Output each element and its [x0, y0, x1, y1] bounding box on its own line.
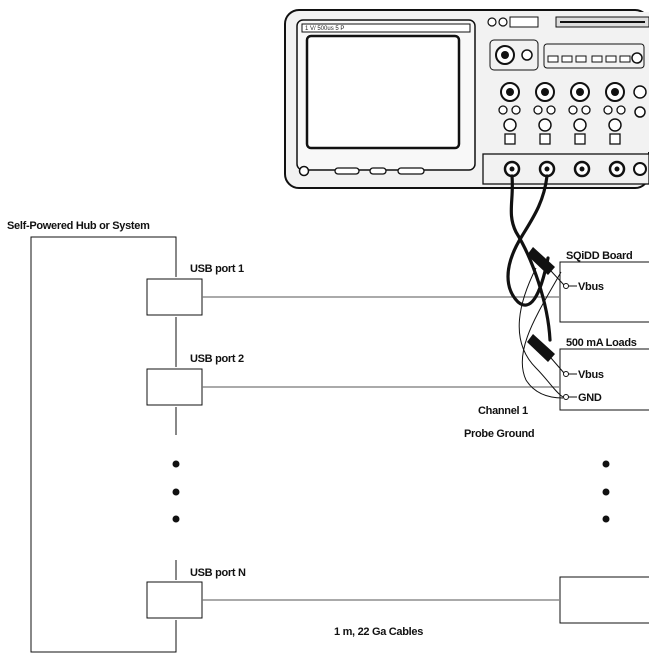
probe-ground-line-2: Probe Ground	[464, 428, 534, 440]
load-board: 500 mA Loads Vbus GND	[559, 337, 649, 411]
scope-bnc-inputs[interactable]	[503, 160, 647, 178]
cable-label: 1 m, 22 Ga Cables	[334, 626, 423, 638]
port-n-load-box	[559, 576, 649, 624]
usb-port-2: USB port 2	[146, 353, 244, 406]
ellipsis-dots-right	[602, 460, 610, 523]
scope-softkey[interactable]	[334, 167, 360, 175]
scope-channel-knobs[interactable]	[498, 82, 647, 145]
sqidd-board-label: SQiDD Board	[566, 250, 632, 262]
board-vbus-label: Vbus	[578, 281, 604, 293]
scope-power-button[interactable]	[298, 165, 310, 177]
board-ground-lead	[518, 267, 564, 398]
scope-softkey[interactable]	[397, 167, 425, 175]
probe-tip-load	[527, 334, 555, 362]
oscilloscope: 1 V/ 500us 5 P	[284, 9, 649, 189]
load-vbus-label: Vbus	[578, 369, 604, 381]
usb-port-1: USB port 1	[146, 263, 244, 316]
scope-readout: 1 V/ 500us 5 P	[305, 26, 344, 32]
scope-upper-knobs[interactable]	[489, 39, 645, 71]
usb-port-2-label: USB port 2	[190, 353, 244, 365]
probe-cables	[506, 174, 565, 399]
channel-1-probe-cable	[509, 174, 552, 342]
hub-label: Self-Powered Hub or System	[7, 220, 150, 232]
channel-4-controls	[603, 82, 626, 145]
scope-softkeys[interactable]	[298, 165, 425, 177]
probe-ground-line-1: Channel 1	[478, 405, 528, 417]
scope-top-buttons[interactable]	[487, 16, 649, 28]
scope-softkey[interactable]	[369, 167, 387, 175]
scope-screen	[305, 34, 461, 150]
channel-3-controls	[568, 82, 591, 145]
usb-cables	[202, 296, 559, 601]
load-ground-lead	[521, 271, 564, 399]
usb-port-1-label: USB port 1	[190, 263, 244, 275]
channel-2-probe-cable	[506, 174, 550, 307]
hub-system-outline	[30, 236, 177, 653]
sqidd-board: SQiDD Board Vbus	[559, 250, 649, 323]
usb-port-n: USB port N	[146, 567, 246, 619]
scope-readout-bar	[301, 23, 471, 33]
load-board-label: 500 mA Loads	[566, 337, 637, 349]
channel-2-controls	[533, 82, 556, 145]
channel-1-controls	[498, 82, 521, 145]
ellipsis-dots-left	[172, 460, 180, 523]
load-gnd-label: GND	[578, 392, 602, 404]
usb-port-n-label: USB port N	[190, 567, 246, 579]
probe-tip-board	[527, 247, 555, 275]
